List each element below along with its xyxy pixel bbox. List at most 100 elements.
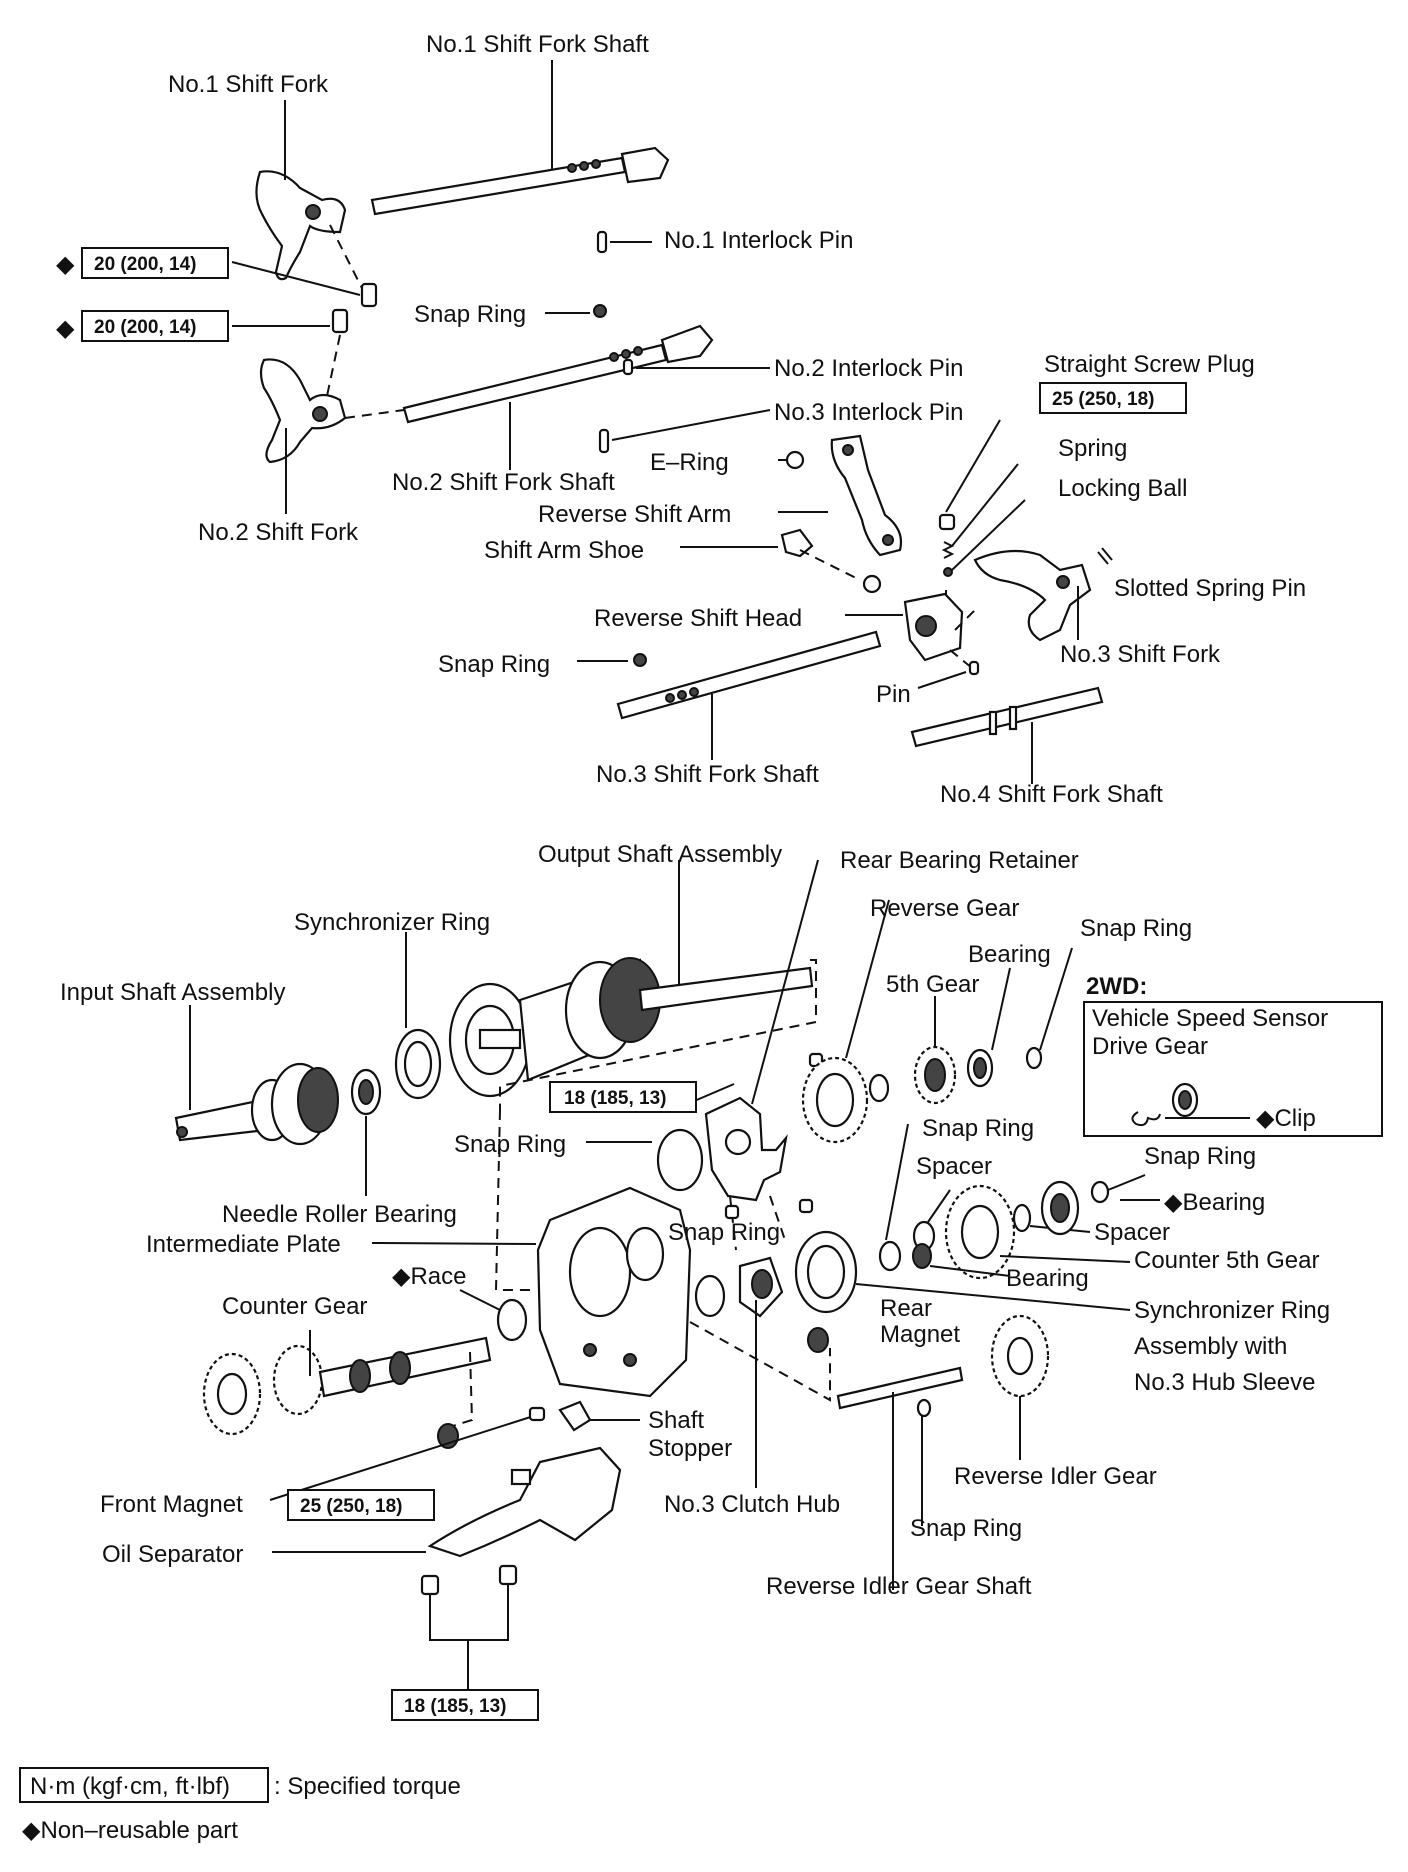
label-rear-magnet-2: Magnet — [880, 1321, 960, 1348]
label-slotted-spring-pin: Slotted Spring Pin — [1114, 575, 1306, 602]
reverse-shift-head — [903, 592, 964, 662]
no2-shift-fork-shaft — [402, 324, 714, 424]
label-e-ring: E–Ring — [650, 449, 729, 476]
bearing-nonreusable — [1040, 1180, 1080, 1236]
no4-shift-fork-shaft — [910, 686, 1104, 748]
torque-box-fork2: ◆ 20 (200, 14) — [56, 310, 229, 342]
torque-box-oil-separator: 18 (185, 13) — [391, 1689, 539, 1721]
label-snap-ring-right-top: Snap Ring — [1080, 915, 1192, 942]
torque-box-retainer: 18 (185, 13) — [549, 1081, 697, 1113]
no2-interlock-pin — [622, 358, 634, 376]
label-pin: Pin — [876, 681, 911, 708]
label-reverse-shift-arm: Reverse Shift Arm — [538, 501, 731, 528]
reverse-shift-arm — [830, 434, 903, 557]
no3-clutch-hub — [738, 1256, 784, 1318]
label-rear-magnet-1: Rear — [880, 1295, 932, 1322]
no2-shift-fork — [259, 358, 347, 464]
snap-ring-lower — [694, 1274, 726, 1318]
shift-arm-shoe — [780, 528, 814, 558]
snap-ring-mid — [633, 653, 647, 667]
label-synchronizer-ring: Synchronizer Ring — [294, 909, 490, 936]
label-vss-line1: Vehicle Speed Sensor — [1092, 1005, 1328, 1032]
torque-value-screw-plug: 25 (250, 18) — [1052, 389, 1154, 410]
label-no3-shift-fork-shaft: No.3 Shift Fork Shaft — [596, 761, 819, 788]
label-reverse-gear: Reverse Gear — [870, 895, 1019, 922]
label-sync-ring-assy-3: No.3 Hub Sleeve — [1134, 1369, 1315, 1396]
label-spacer-right: Spacer — [1094, 1219, 1170, 1246]
label-reverse-idler-gear: Reverse Idler Gear — [954, 1463, 1157, 1490]
intermediate-plate — [536, 1186, 692, 1398]
label-intermediate-plate: Intermediate Plate — [146, 1231, 341, 1258]
label-spring: Spring — [1058, 435, 1127, 462]
counter-gear — [202, 1336, 492, 1436]
label-output-shaft-assembly: Output Shaft Assembly — [538, 841, 782, 868]
synchronizer-ring — [394, 1028, 442, 1100]
legend-non-reusable: ◆Non–reusable part — [22, 1817, 238, 1844]
label-locking-ball: Locking Ball — [1058, 475, 1187, 502]
torque-box-screw-plug: 25 (250, 18) — [1039, 382, 1187, 414]
straight-screw-plug — [938, 513, 956, 531]
label-rear-bearing-retainer: Rear Bearing Retainer — [840, 847, 1079, 874]
torque-value-retainer: 18 (185, 13) — [564, 1088, 666, 1109]
torque-value-shaft-stopper: 25 (250, 18) — [300, 1496, 402, 1517]
legend: N·m (kgf·cm, ft·lbf) : Specified torque … — [19, 1767, 461, 1844]
spring — [941, 541, 955, 559]
label-oil-separator: Oil Separator — [102, 1541, 243, 1568]
pin — [968, 660, 980, 676]
label-race: ◆Race — [392, 1263, 466, 1290]
label-front-magnet: Front Magnet — [100, 1491, 243, 1518]
label-no1-interlock-pin: No.1 Interlock Pin — [664, 227, 853, 254]
rear-magnet — [807, 1327, 829, 1353]
label-shift-arm-shoe: Shift Arm Shoe — [484, 537, 644, 564]
label-no1-shift-fork: No.1 Shift Fork — [168, 71, 329, 98]
rear-bearing-retainer — [704, 1096, 788, 1202]
label-no2-interlock-pin: No.2 Interlock Pin — [774, 355, 963, 382]
counter-5th-gear — [944, 1184, 1016, 1280]
label-no1-shift-fork-shaft: No.1 Shift Fork Shaft — [426, 31, 649, 58]
label-shaft-stopper-1: Shaft — [648, 1407, 704, 1434]
label-counter-gear: Counter Gear — [222, 1293, 367, 1320]
no1-shift-fork-shaft — [370, 146, 670, 216]
torque-value-fork2: 20 (200, 14) — [94, 317, 196, 338]
fork2-bolt — [331, 308, 349, 334]
snap-ring-center — [868, 1073, 890, 1103]
label-snap-ring-mid: Snap Ring — [438, 651, 550, 678]
label-snap-ring-lower: Snap Ring — [668, 1219, 780, 1246]
label-snap-ring-right: Snap Ring — [1144, 1143, 1256, 1170]
label-bearing-lower: Bearing — [1006, 1265, 1089, 1292]
torque-box-fork1: ◆ 20 (200, 14) — [56, 247, 229, 279]
label-bearing-nonreusable: ◆Bearing — [1164, 1189, 1265, 1216]
non-reusable-mark-fork2: ◆ — [56, 315, 75, 342]
legend-torque-desc: : Specified torque — [274, 1773, 461, 1800]
label-sync-ring-assy-1: Synchronizer Ring — [1134, 1297, 1330, 1324]
bearing-top — [966, 1048, 994, 1088]
non-reusable-mark-fork1: ◆ — [56, 251, 75, 278]
needle-roller-bearing — [350, 1068, 382, 1116]
no3-shift-fork — [973, 549, 1092, 642]
no3-interlock-pin — [598, 428, 610, 454]
locking-ball — [943, 567, 953, 577]
legend-torque-unit: N·m (kgf·cm, ft·lbf) — [30, 1773, 230, 1800]
label-2wd-title: 2WD: — [1086, 973, 1147, 1000]
label-counter-5th-gear: Counter 5th Gear — [1134, 1247, 1319, 1274]
fifth-gear — [913, 1045, 957, 1105]
label-fifth-gear: 5th Gear — [886, 971, 979, 998]
shaft-stopper — [528, 1400, 592, 1432]
no1-shift-fork — [255, 170, 347, 281]
reverse-idler-gear — [990, 1314, 1050, 1398]
label-bearing-top: Bearing — [968, 941, 1051, 968]
torque-value-fork1: 20 (200, 14) — [94, 254, 196, 275]
label-sync-ring-assy-2: Assembly with — [1134, 1333, 1287, 1360]
label-straight-screw-plug: Straight Screw Plug — [1044, 351, 1255, 378]
snap-ring-top — [593, 304, 607, 318]
snap-ring-bottom — [916, 1398, 932, 1418]
label-snap-ring-center: Snap Ring — [922, 1115, 1034, 1142]
front-magnet — [437, 1423, 459, 1449]
snap-ring-left — [656, 1128, 704, 1192]
label-reverse-shift-head: Reverse Shift Head — [594, 605, 802, 632]
label-snap-ring-bottom: Snap Ring — [910, 1515, 1022, 1542]
synchronizer-ring-assembly — [794, 1230, 858, 1314]
e-ring — [785, 450, 805, 470]
input-shaft-assembly — [174, 1062, 339, 1146]
torque-value-oil-separator: 18 (185, 13) — [404, 1696, 506, 1717]
